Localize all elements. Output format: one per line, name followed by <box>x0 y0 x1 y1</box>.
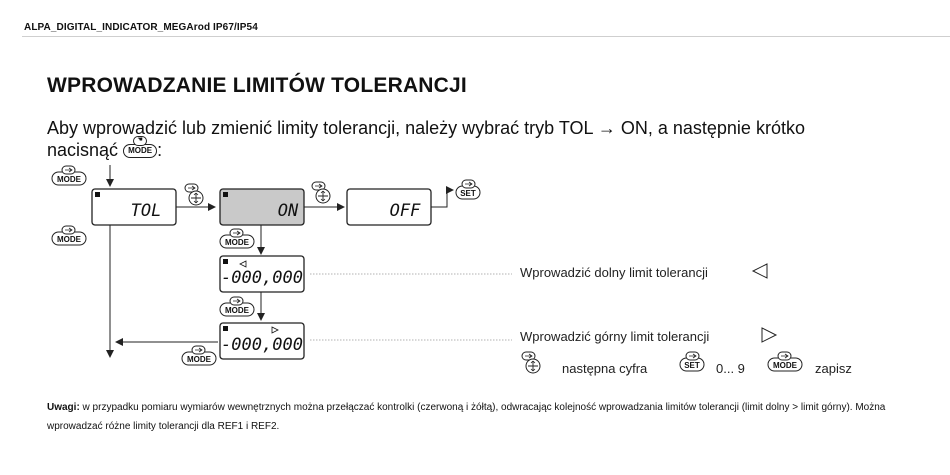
document-header: ALPA_DIGITAL_INDICATOR_MEGArod IP67/IP54 <box>24 22 258 33</box>
note-text: w przypadku pomiaru wymiarów wewnętrznyc… <box>47 402 886 432</box>
mode-button-icon: MODE <box>51 165 87 186</box>
next-digit-button-icon <box>311 181 331 204</box>
flow-arrow <box>431 186 454 208</box>
legend-save: zapisz <box>815 361 852 376</box>
svg-text:MODE: MODE <box>57 235 82 244</box>
svg-text:SET: SET <box>684 361 700 370</box>
legend-upper-text: Wprowadzić górny limit tolerancji <box>520 329 709 344</box>
note-paragraph: Uwagi: w przypadku pomiaru wymiarów wewn… <box>47 398 907 436</box>
svg-text:MODE: MODE <box>773 361 798 370</box>
display-lower-limit: -000,000 <box>219 255 305 293</box>
intro-line-2-prefix: nacisnąć <box>47 140 119 160</box>
display-tol-text: TOL <box>131 201 162 221</box>
set-button-icon: SET <box>455 179 481 200</box>
next-digit-button-icon <box>184 183 204 206</box>
legend-range: 0... 9 <box>716 361 745 376</box>
hand-icon: ☚ <box>133 136 148 147</box>
section-title: WPROWADZANIE LIMITÓW TOLERANCJI <box>47 74 467 97</box>
mode-button-icon: MODE <box>219 228 255 249</box>
svg-text:SET: SET <box>460 189 476 198</box>
display-lower-value: -000,000 <box>221 268 303 288</box>
intro-line-2-suffix: : <box>157 140 163 160</box>
display-off-text: OFF <box>390 201 421 221</box>
svg-text:MODE: MODE <box>187 355 212 364</box>
set-button-icon: SET <box>679 351 705 372</box>
display-upper-value: -000,000 <box>221 335 303 355</box>
svg-text:MODE: MODE <box>225 306 250 315</box>
legend-lower-text: Wprowadzić dolny limit tolerancji <box>520 265 708 280</box>
display-off: OFF <box>346 188 432 226</box>
intro-paragraph: Aby wprowadzić lub zmienić limity tolera… <box>47 117 927 161</box>
mode-button-icon: MODE <box>181 345 217 366</box>
lower-limit-icon <box>751 263 768 279</box>
legend-next-digit: następna cyfra <box>562 361 648 376</box>
header-divider <box>22 36 950 37</box>
note-label: Uwagi: <box>47 402 80 413</box>
display-upper-limit: -000,000 <box>219 322 305 360</box>
display-on: ON <box>219 188 305 226</box>
svg-text:MODE: MODE <box>57 175 82 184</box>
mode-button-icon: MODE <box>219 296 255 317</box>
mode-button-icon: MODE <box>51 225 87 246</box>
next-digit-button-icon <box>521 351 541 374</box>
mode-button-icon: ☚MODE <box>123 136 158 159</box>
display-tol: TOL <box>91 188 177 226</box>
display-on-text: ON <box>278 201 299 221</box>
upper-limit-icon <box>761 327 778 343</box>
svg-text:MODE: MODE <box>225 238 250 247</box>
mode-button-icon: MODE <box>767 351 803 372</box>
intro-line-1: Aby wprowadzić lub zmienić limity tolera… <box>47 118 805 138</box>
